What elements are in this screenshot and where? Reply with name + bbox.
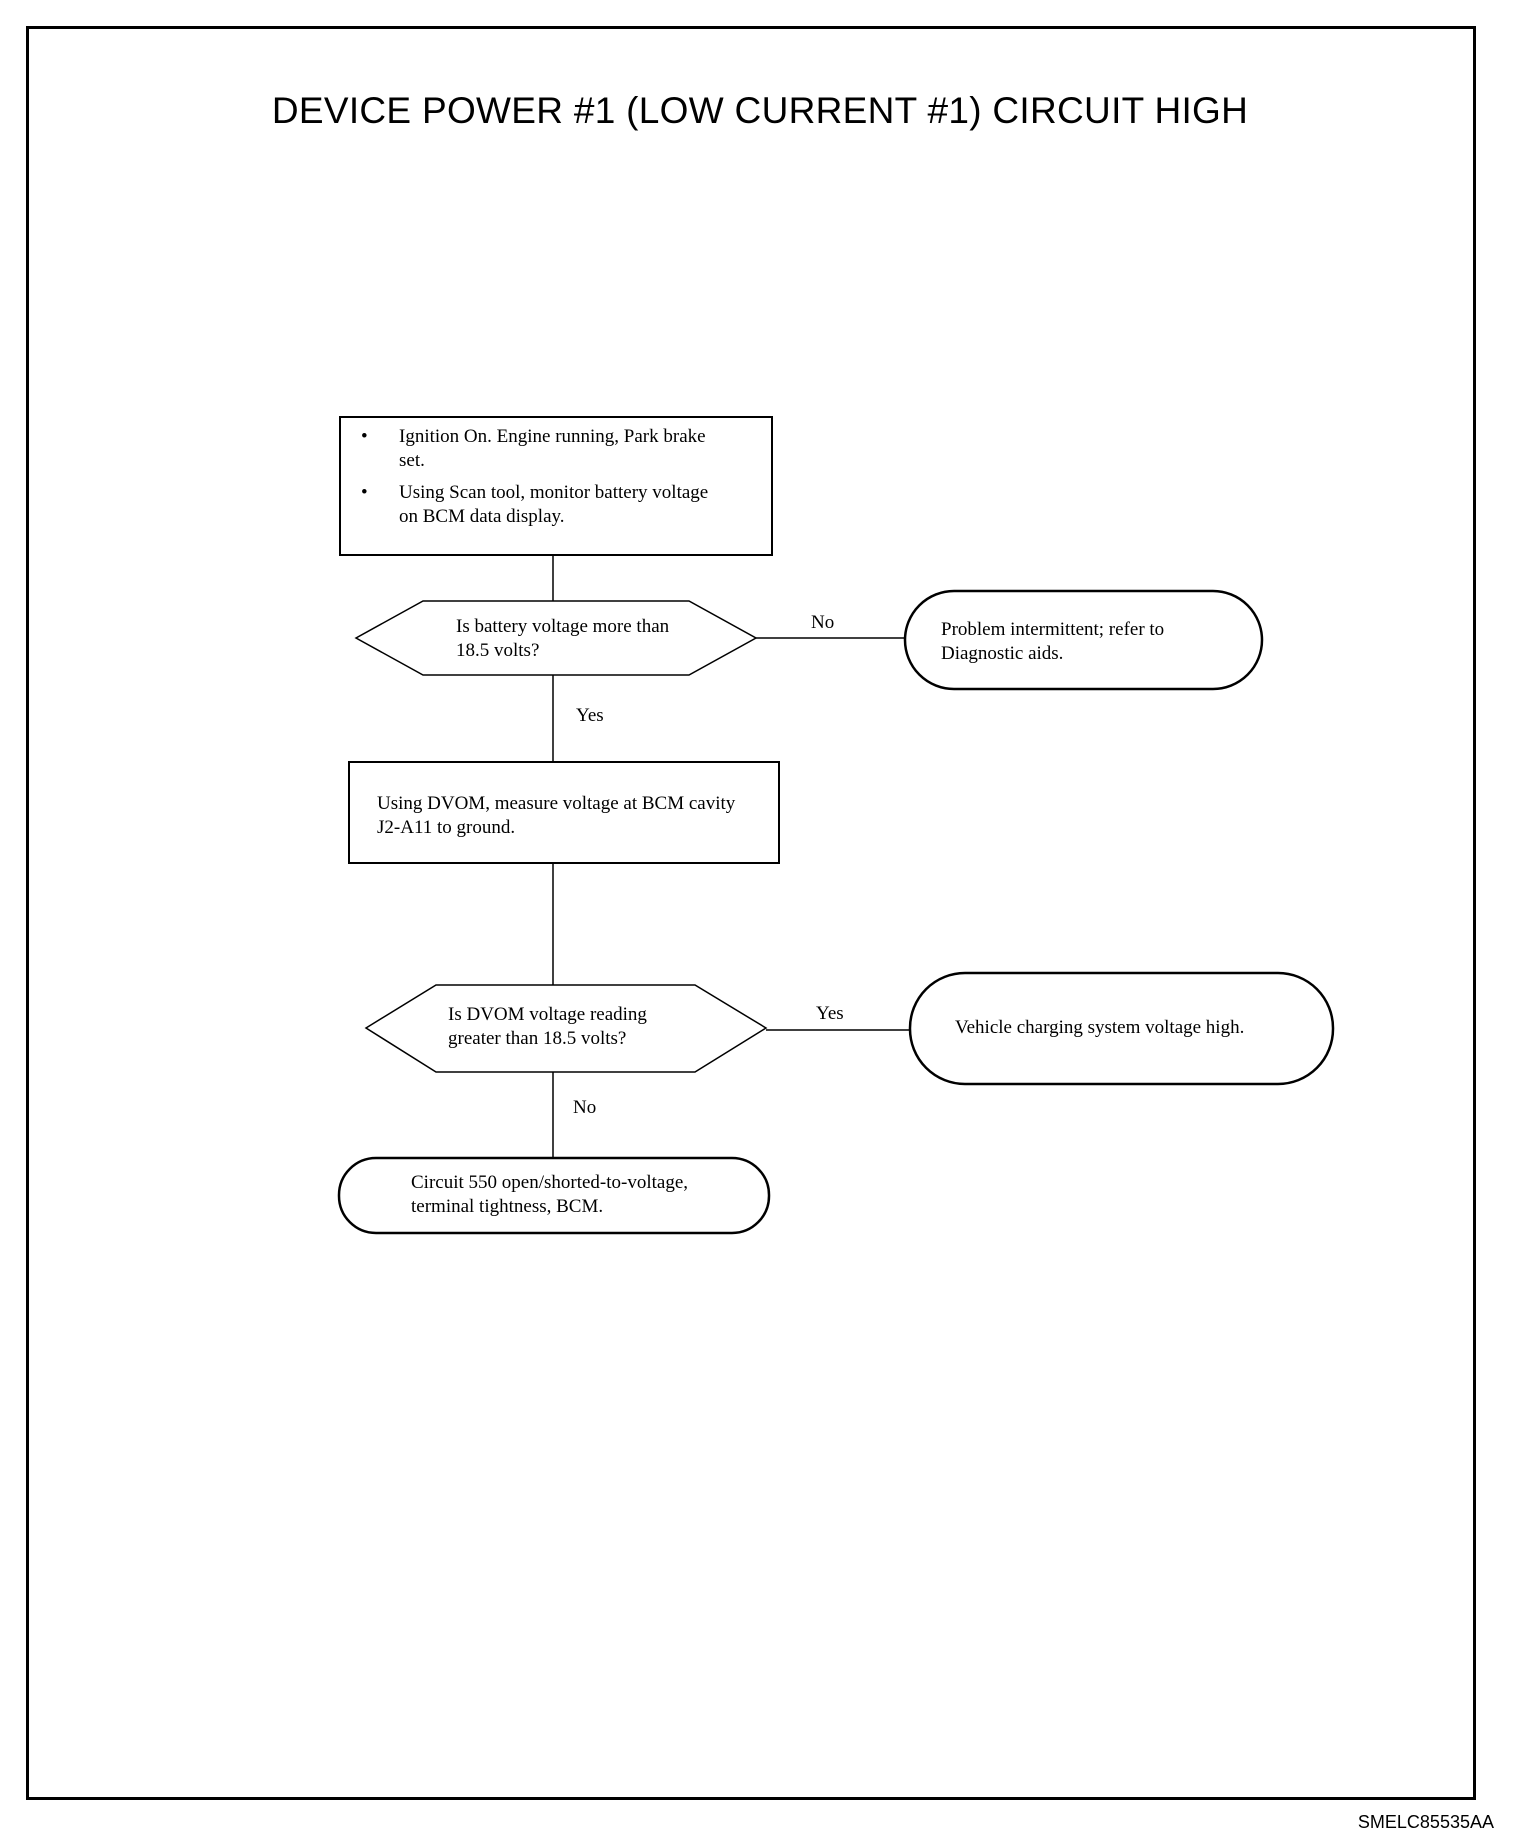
start-step-1: Ignition On. Engine running, Park brake … — [341, 425, 771, 473]
page-frame — [26, 26, 1476, 1800]
end-intermittent-text: Problem intermittent; refer to Diagnosti… — [941, 619, 1165, 664]
end-intermittent-shape — [903, 589, 1264, 691]
edge-label-d1-no: No — [811, 612, 835, 633]
decision2-text: Is DVOM voltage reading greater than 18.… — [448, 1004, 647, 1049]
edge-label-d2-yes: Yes — [816, 1003, 844, 1024]
end-circuit-shape — [337, 1156, 771, 1235]
edge-label-d1-yes: Yes — [576, 705, 604, 726]
start-process-box: Ignition On. Engine running, Park brake … — [339, 416, 773, 556]
diagram-title: DEVICE POWER #1 (LOW CURRENT #1) CIRCUIT… — [271, 90, 1249, 131]
end-charging-text: Vehicle charging system voltage high. — [955, 1017, 1245, 1038]
decision1-text: Is battery voltage more than 18.5 volts? — [456, 616, 670, 661]
end-charging-shape — [908, 971, 1335, 1086]
figure-code: SMELC85535AA — [1357, 1812, 1494, 1832]
measure-text: Using DVOM, measure voltage at BCM cavit… — [377, 793, 736, 838]
start-step-2: Using Scan tool, monitor battery voltage… — [341, 481, 771, 529]
decision2-shape — [364, 984, 768, 1073]
measure-process-box: Using DVOM, measure voltage at BCM cavit… — [348, 761, 780, 864]
start-steps-list: Ignition On. Engine running, Park brake … — [341, 425, 771, 529]
end-circuit-text: Circuit 550 open/shorted-to-voltage, ter… — [411, 1172, 689, 1217]
edge-label-d2-no: No — [573, 1097, 597, 1118]
decision1-shape — [354, 600, 758, 676]
